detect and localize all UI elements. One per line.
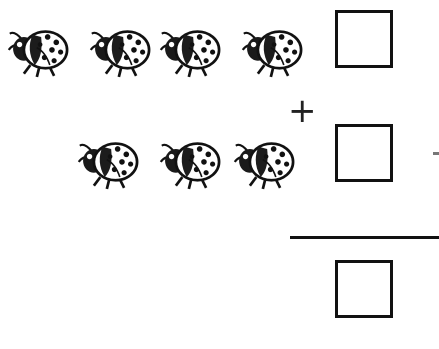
plus-sign: + (288, 91, 317, 131)
addend-2-box[interactable] (335, 124, 393, 182)
ladybug-icon (76, 136, 142, 190)
ladybug-icon (158, 136, 224, 190)
sum-line (290, 236, 439, 239)
ladybug-icon (232, 136, 298, 190)
addend-1-box[interactable] (335, 10, 393, 68)
ladybug-icon (6, 24, 72, 78)
edge-mark (433, 152, 439, 155)
ladybug-icon (240, 24, 306, 78)
sum-box[interactable] (335, 260, 393, 318)
ladybug-icon (158, 24, 224, 78)
ladybug-icon (88, 24, 154, 78)
